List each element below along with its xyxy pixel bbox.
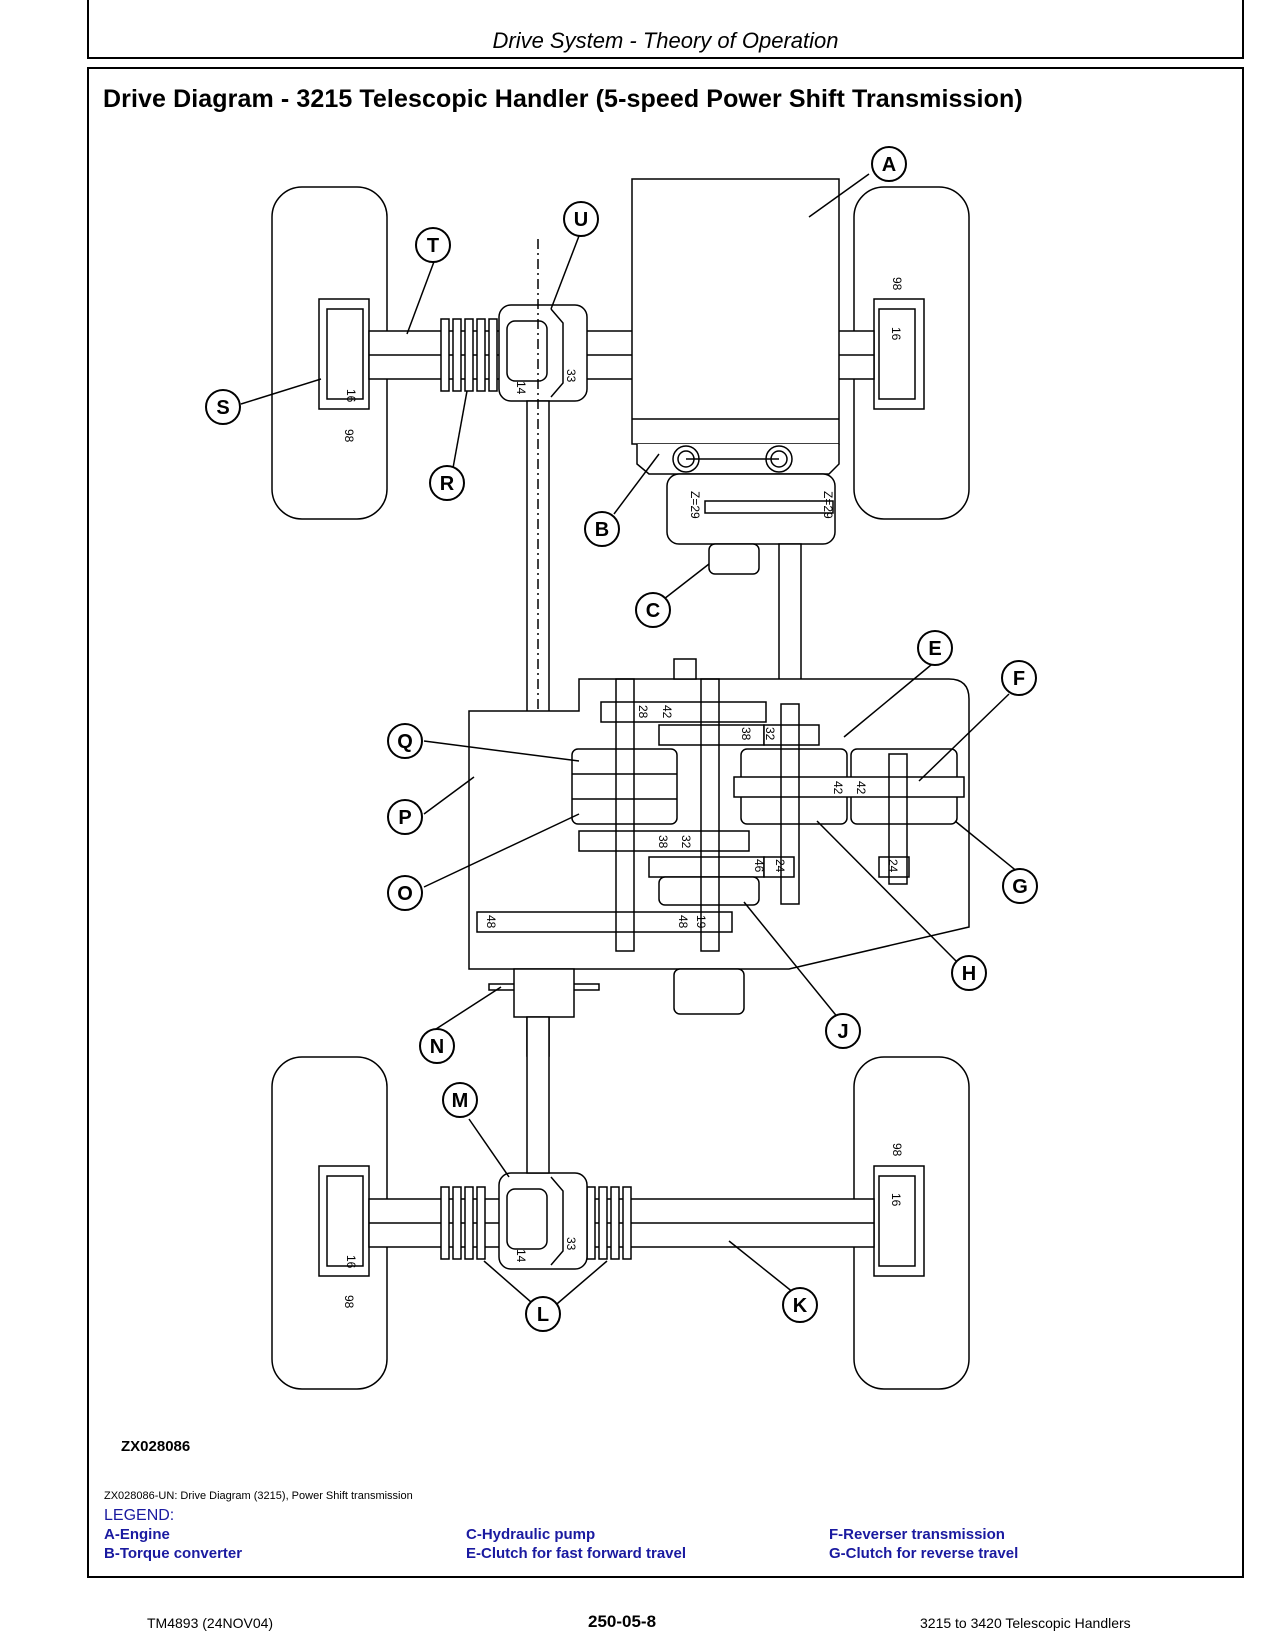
page-header: Drive System - Theory of Operation bbox=[87, 0, 1244, 59]
callout-label: E bbox=[928, 638, 941, 660]
legend-title: LEGEND: bbox=[104, 1507, 175, 1524]
tooth-label: 48 bbox=[676, 915, 690, 929]
callout-label: T bbox=[427, 235, 439, 257]
tooth-label: 38 bbox=[656, 835, 670, 849]
callout-label: K bbox=[793, 1295, 808, 1317]
callout-label: Q bbox=[397, 731, 413, 753]
tooth-label: 16 bbox=[344, 1255, 358, 1269]
tooth-label: 24 bbox=[886, 859, 900, 873]
tooth-label: 28 bbox=[636, 705, 650, 719]
callout-label: H bbox=[962, 963, 976, 985]
tooth-label: 32 bbox=[679, 835, 693, 849]
callout-label: R bbox=[440, 473, 455, 495]
tooth-label: 16 bbox=[889, 1193, 903, 1207]
callout-label: B bbox=[595, 519, 609, 541]
tooth-label: 98 bbox=[890, 277, 904, 291]
callout-label: N bbox=[430, 1036, 444, 1058]
tooth-label: 14 bbox=[514, 1249, 528, 1263]
tooth-label: Z=29 bbox=[688, 491, 702, 519]
footer-doc-id: TM4893 (24NOV04) bbox=[147, 1615, 274, 1631]
tooth-label: 98 bbox=[342, 429, 356, 443]
diagram-title: Drive Diagram - 3215 Telescopic Handler … bbox=[103, 85, 1023, 113]
callout-label: G bbox=[1012, 876, 1028, 898]
callout-label: A bbox=[882, 154, 896, 176]
tooth-label: 42 bbox=[831, 781, 845, 795]
callout-label: J bbox=[837, 1021, 848, 1043]
legend-item: B-Torque converter bbox=[104, 1545, 243, 1562]
drive-diagram: 16 98 16 98 14 33 Z=29 Z=29 28 42 38 32 … bbox=[205, 146, 1038, 1390]
tooth-label: 14 bbox=[514, 381, 528, 395]
legend-item: F-Reverser transmission bbox=[829, 1526, 1005, 1543]
header-title: Drive System - Theory of Operation bbox=[492, 28, 839, 53]
tooth-label: 33 bbox=[564, 369, 578, 383]
legend-item: C-Hydraulic pump bbox=[466, 1526, 596, 1543]
tooth-label: Z=29 bbox=[821, 491, 835, 519]
callout-label: O bbox=[397, 883, 413, 905]
tooth-label: 24 bbox=[773, 859, 787, 873]
tooth-label: 19 bbox=[694, 915, 708, 929]
footer-manual-title: 3215 to 3420 Telescopic Handlers bbox=[920, 1615, 1131, 1631]
tooth-label: 98 bbox=[890, 1143, 904, 1157]
legend-item: A-Engine bbox=[104, 1526, 170, 1543]
callout-label: L bbox=[537, 1304, 549, 1326]
footer-page-number: 250-05-8 bbox=[588, 1612, 657, 1631]
callout-label: F bbox=[1013, 668, 1025, 690]
tooth-label: 32 bbox=[763, 727, 777, 741]
callout-label: M bbox=[452, 1090, 469, 1112]
figure-id: ZX028086 bbox=[121, 1438, 191, 1455]
tooth-label: 38 bbox=[739, 727, 753, 741]
legend-item: E-Clutch for fast forward travel bbox=[466, 1545, 687, 1562]
tooth-label: 42 bbox=[660, 705, 674, 719]
diagram-panel: Drive Diagram - 3215 Telescopic Handler … bbox=[87, 67, 1244, 1578]
callout-label: S bbox=[216, 397, 229, 419]
callouts: A U T S R B C E F G H J N M L K O P Q bbox=[205, 146, 1038, 1332]
figure-caption: ZX028086-UN: Drive Diagram (3215), Power… bbox=[104, 1490, 413, 1502]
tooth-label: 46 bbox=[752, 859, 766, 873]
callout-label: U bbox=[574, 209, 588, 231]
tooth-label: 42 bbox=[854, 781, 868, 795]
legend-item: G-Clutch for reverse travel bbox=[829, 1545, 1019, 1562]
callout-label: P bbox=[398, 807, 411, 829]
tooth-label: 98 bbox=[342, 1295, 356, 1309]
tooth-label: 16 bbox=[344, 389, 358, 403]
tooth-label: 48 bbox=[484, 915, 498, 929]
tooth-label: 16 bbox=[889, 327, 903, 341]
tooth-label: 33 bbox=[564, 1237, 578, 1251]
callout-label: C bbox=[646, 600, 660, 622]
